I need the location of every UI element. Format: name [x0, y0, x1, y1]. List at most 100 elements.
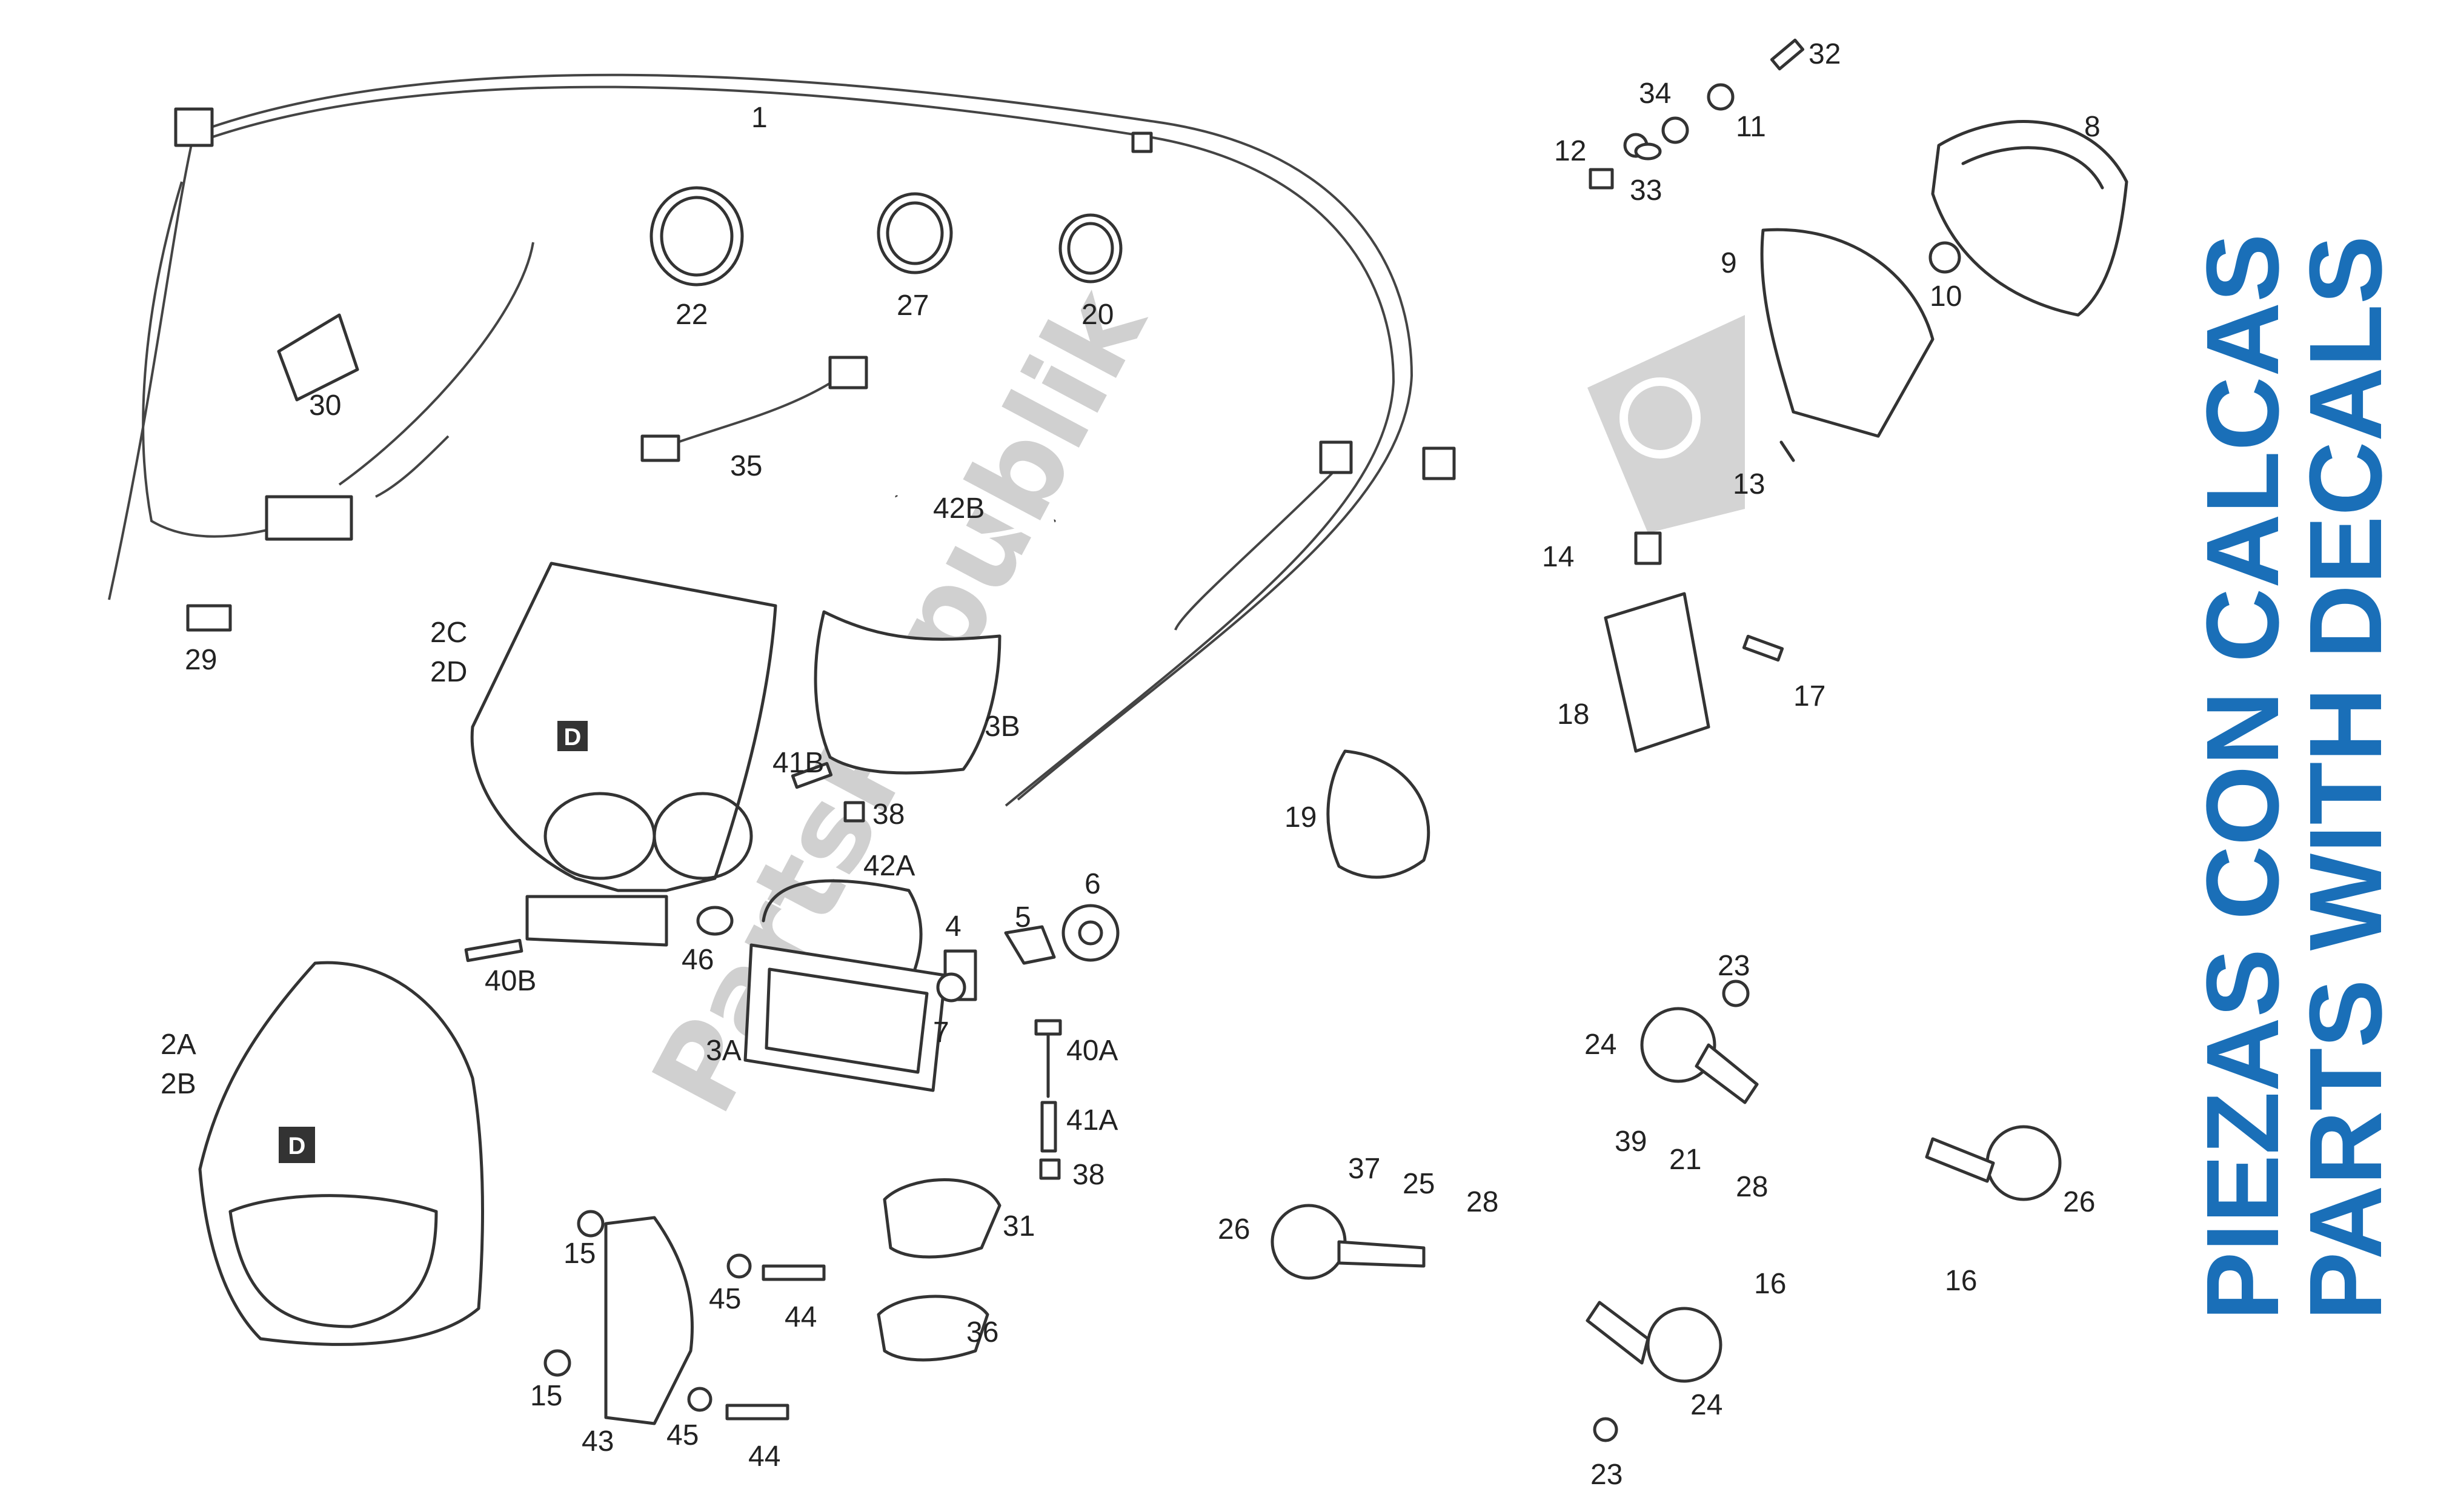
regulator-18 [1604, 592, 1710, 753]
label-13: 13 [1733, 468, 1765, 500]
label-2d: 2D [430, 656, 467, 688]
turn-signal-24a [1640, 1007, 1759, 1104]
washer-45a [726, 1253, 752, 1279]
label-40b: 40B [485, 965, 536, 997]
label-16a: 16 [1754, 1268, 1786, 1300]
label-3a: 3A [706, 1035, 742, 1067]
lamp-holder-4 [936, 949, 977, 1003]
bulb-10 [1928, 241, 1961, 274]
watermark-gear-icon [1587, 315, 1745, 533]
label-44a: 44 [785, 1301, 817, 1333]
label-22: 22 [676, 299, 708, 331]
headlight-fairing-2c [470, 562, 777, 947]
screw-40a [1034, 1019, 1062, 1098]
label-10: 10 [1930, 280, 1962, 313]
label-2a: 2A [161, 1029, 196, 1061]
nut-15a [577, 1210, 605, 1238]
connector-cable-35 [640, 356, 868, 462]
label-44b: 44 [748, 1441, 780, 1473]
clip-5 [1004, 925, 1056, 965]
label-5: 5 [1015, 901, 1031, 933]
headlight-housing-3b [814, 610, 1001, 775]
label-45a: 45 [709, 1283, 741, 1315]
spring-41b [791, 761, 833, 789]
label-40a: 40A [1066, 1035, 1118, 1067]
hose-42b [894, 495, 1056, 540]
label-7: 7 [933, 1016, 949, 1049]
label-24a: 24 [1584, 1029, 1616, 1061]
clamp-27 [877, 192, 953, 274]
spring-41a [1040, 1101, 1057, 1153]
label-35: 35 [730, 450, 762, 482]
hardware-11-12-32-33-34 [1589, 38, 1805, 190]
label-26b: 26 [2063, 1186, 2095, 1218]
turn-signal-26b [1925, 1125, 2062, 1201]
rubber-boot-30 [277, 313, 359, 402]
fairing-badge-2a: D [288, 1133, 306, 1159]
label-32: 32 [1809, 38, 1841, 70]
grommet-46 [696, 906, 734, 936]
switch-36 [877, 1295, 989, 1362]
label-3b: 3B [985, 711, 1020, 743]
label-18: 18 [1557, 698, 1589, 731]
label-4: 4 [945, 910, 962, 943]
decal-line-1: PIEZAS CON CALCAS [2185, 233, 2300, 1321]
tail-light-9 [1760, 228, 1935, 438]
label-12: 12 [1554, 135, 1586, 167]
label-39: 39 [1615, 1126, 1647, 1158]
label-29: 29 [185, 644, 217, 676]
label-6: 6 [1085, 868, 1101, 900]
wiring-harness [108, 73, 1456, 807]
label-15b: 15 [530, 1380, 562, 1412]
label-24b: 24 [1690, 1389, 1722, 1421]
label-11: 11 [1736, 111, 1766, 143]
fairing-badge-2c: D [564, 724, 582, 751]
label-17: 17 [1793, 680, 1825, 712]
callout-labels: 1 2C 2D 2A 2B 3A 3B 4 5 6 7 8 9 10 11 12… [161, 38, 2101, 1491]
label-42b: 42B [933, 492, 985, 525]
nut-15b [543, 1349, 571, 1377]
tail-lens-8 [1931, 120, 2128, 317]
label-43: 43 [582, 1425, 614, 1457]
clip-38a [843, 801, 865, 823]
screw-40b [464, 938, 523, 963]
label-28b: 28 [1736, 1171, 1768, 1203]
switch-31 [883, 1178, 1001, 1259]
bolt-44a [762, 1264, 826, 1281]
label-38a: 38 [872, 798, 905, 831]
label-1: 1 [751, 102, 768, 134]
label-14: 14 [1542, 541, 1574, 573]
label-16b: 16 [1945, 1265, 1977, 1297]
washer-45b [687, 1387, 712, 1412]
label-8: 8 [2084, 111, 2101, 143]
label-45b: 45 [666, 1419, 699, 1451]
bolt-44b [725, 1404, 789, 1421]
label-36: 36 [966, 1316, 998, 1348]
clip-38b [1039, 1158, 1061, 1180]
label-15a: 15 [563, 1238, 596, 1270]
decal-notice: PIEZAS CON CALCAS PARTS WITH DECALS [2185, 233, 2403, 1321]
clamp-22 [649, 186, 744, 287]
turn-signal-26a [1271, 1204, 1426, 1280]
bulb-23a [1722, 980, 1750, 1007]
label-33: 33 [1630, 174, 1662, 207]
label-23a: 23 [1718, 950, 1750, 982]
label-19: 19 [1284, 801, 1317, 834]
screw-13 [1779, 440, 1795, 462]
decal-line-2: PARTS WITH DECALS [2288, 236, 2403, 1321]
turn-signal-24b [1586, 1301, 1722, 1383]
bracket-plate-43 [604, 1216, 694, 1425]
clamp-20 [1058, 213, 1123, 284]
horn-19 [1326, 749, 1430, 879]
label-23b: 23 [1590, 1459, 1623, 1491]
headlight-3a [743, 943, 947, 1092]
label-37: 37 [1348, 1153, 1380, 1185]
label-34: 34 [1639, 78, 1671, 110]
label-27: 27 [897, 290, 929, 322]
label-41a: 41A [1066, 1104, 1118, 1136]
cap-6 [1061, 904, 1120, 962]
label-42a: 42A [863, 850, 915, 882]
label-25: 25 [1403, 1168, 1435, 1200]
